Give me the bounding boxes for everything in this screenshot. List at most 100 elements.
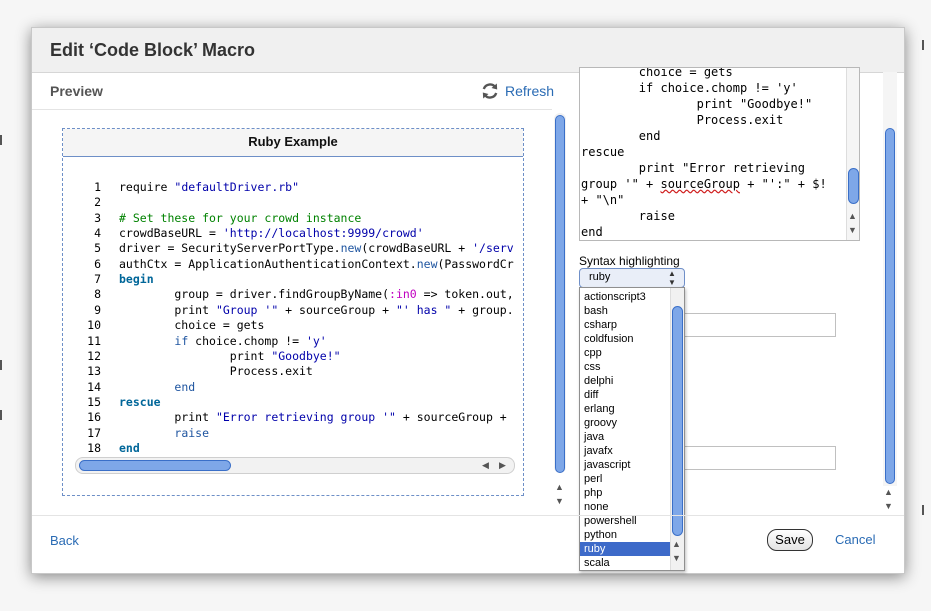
horizontal-scroll-thumb[interactable] — [79, 460, 231, 471]
options-scroll-thumb[interactable] — [672, 306, 683, 536]
syntax-options-list: actionscript3 bash csharp coldfusion cpp css d… — [579, 287, 685, 571]
code-block-title-bar: Ruby Example — [63, 129, 523, 157]
right-scroll-thumb[interactable] — [885, 128, 895, 484]
syntax-option-scala[interactable]: scala — [584, 557, 610, 569]
line-number: 14 — [87, 379, 101, 394]
cancel-button[interactable]: Cancel — [835, 532, 876, 547]
syntax-option-actionscript3[interactable]: actionscript3 — [584, 291, 646, 303]
code-block-title: Ruby Example — [248, 134, 338, 149]
right-scroll-track[interactable] — [883, 72, 897, 486]
line-number: 9 — [94, 302, 101, 317]
code-line-text: crowdBaseURL = 'http://localhost:9999/cr… — [119, 226, 424, 241]
code-line: 4 crowdBaseURL = 'http://localhost:9999/c… — [63, 226, 523, 241]
vertical-scroll-track[interactable] — [554, 113, 566, 473]
line-number: 5 — [94, 241, 101, 256]
editor-line: + "\n" — [581, 193, 625, 207]
syntax-option-perl[interactable]: perl — [584, 473, 603, 485]
scroll-up-icon[interactable]: ▲ — [555, 482, 564, 492]
syntax-option-php[interactable]: php — [584, 487, 603, 499]
scroll-down-icon[interactable]: ▼ — [848, 225, 857, 235]
scroll-up-icon[interactable]: ▲ — [672, 539, 681, 549]
editor-line: if choice.chomp != 'y' — [581, 81, 798, 95]
code-line-text: if choice.chomp != 'y' — [174, 333, 327, 348]
syntax-option-java[interactable]: java — [584, 431, 605, 443]
line-number: 6 — [94, 256, 101, 271]
syntax-option-erlang[interactable]: erlang — [584, 403, 615, 415]
code-line-text: # Set these for your crowd instance — [119, 210, 362, 225]
syntax-option-groovy[interactable]: groovy — [584, 417, 618, 429]
scroll-up-icon[interactable]: ▲ — [848, 211, 857, 221]
code-line: 9 print "Group '" + sourceGroup + "' has… — [63, 303, 523, 318]
syntax-option-css[interactable]: css — [584, 361, 601, 373]
scroll-down-icon[interactable]: ▼ — [884, 501, 893, 511]
scroll-right-icon[interactable]: ▶ — [499, 460, 506, 470]
textarea-scroll-thumb[interactable] — [848, 168, 859, 204]
code-body-textarea[interactable]: choice = gets if choice.chomp != 'y' pri… — [579, 67, 860, 241]
dialog-title: Edit ‘Code Block’ Macro — [50, 40, 256, 60]
back-button[interactable]: Back — [50, 533, 79, 548]
code-line: 13 Process.exit — [63, 364, 523, 379]
line-number: 1 — [94, 180, 101, 194]
scroll-down-icon[interactable]: ▼ — [555, 496, 564, 506]
code-line-text: end — [174, 379, 196, 394]
code-line-text: rescue — [119, 394, 161, 409]
code-line-text: driver = SecurityServerPortType.new(crow… — [119, 241, 514, 256]
options-scrollbar[interactable]: ▲ ▼ — [670, 288, 684, 570]
syntax-option-cpp[interactable]: cpp — [584, 347, 602, 359]
edge-mark — [0, 360, 2, 370]
save-button[interactable]: Save — [767, 529, 813, 551]
editor-line: choice = gets — [581, 67, 733, 79]
line-number: 4 — [94, 226, 101, 241]
syntax-option-bash[interactable]: bash — [584, 305, 608, 317]
code-line: 11 if choice.chomp != 'y' — [63, 334, 523, 349]
title-field[interactable] — [684, 313, 836, 337]
code-line: 2 — [63, 195, 523, 210]
vertical-scroll-thumb[interactable] — [555, 115, 565, 473]
scroll-down-icon[interactable]: ▼ — [672, 553, 681, 563]
syntax-option-diff[interactable]: diff — [584, 389, 599, 401]
preview-vertical-scrollbar[interactable]: ▲ ▼ — [554, 113, 566, 511]
code-line: 10 choice = gets — [63, 318, 523, 333]
code-line: 14 end — [63, 380, 523, 395]
line-numbers-field[interactable] — [684, 446, 836, 470]
line-number: 17 — [87, 425, 101, 440]
syntax-option-csharp[interactable]: csharp — [584, 319, 618, 331]
syntax-option-delphi[interactable]: delphi — [584, 375, 614, 387]
syntax-option-javascript[interactable]: javascript — [584, 459, 631, 471]
line-number: 12 — [87, 348, 101, 363]
syntax-option-powershell[interactable]: powershell — [584, 515, 637, 527]
options-panel-scrollbar[interactable]: ▲ ▼ — [883, 72, 897, 512]
edge-mark — [922, 505, 924, 515]
syntax-option-ruby[interactable]: ruby — [580, 542, 673, 556]
preview-horizontal-scrollbar[interactable]: ◀ ▶ — [75, 457, 515, 474]
scroll-up-icon[interactable]: ▲ — [884, 487, 893, 497]
code-block-macro-dialog: Edit ‘Code Block’ Macro Preview Refresh … — [31, 27, 905, 574]
code-line-text: print "Goodbye!" — [119, 348, 341, 363]
code-line: 5 driver = SecurityServerPortType.new(cro… — [63, 241, 523, 256]
line-number: 3 — [94, 210, 101, 225]
line-number: 2 — [94, 195, 101, 210]
code-line-text: require "defaultDriver.rb" — [119, 180, 300, 194]
textarea-scrollbar[interactable]: ▲ ▼ — [846, 68, 859, 240]
scroll-left-icon[interactable]: ◀ — [482, 460, 489, 470]
code-line-text: choice = gets — [119, 318, 265, 333]
dialog-header: Edit ‘Code Block’ Macro — [32, 28, 904, 73]
syntax-option-coldfusion[interactable]: coldfusion — [584, 333, 634, 345]
refresh-icon — [482, 83, 498, 99]
code-line-text: print "Error retrieving group '" + sourc… — [119, 410, 507, 425]
code-line: 16 print "Error retrieving group '" + so… — [63, 410, 523, 425]
preview-label: Preview — [50, 83, 103, 99]
syntax-option-none[interactable]: none — [584, 501, 609, 513]
line-number: 7 — [94, 272, 101, 287]
editor-line: raise — [581, 209, 675, 223]
syntax-highlighting-select[interactable]: ruby ▲▼ — [579, 268, 685, 288]
syntax-option-python[interactable]: python — [584, 529, 618, 541]
editor-line: group '" + sourceGroup + "':" + $! — [581, 177, 827, 191]
editor-line: print "Goodbye!" — [581, 97, 813, 111]
preview-header: Preview Refresh — [32, 73, 554, 110]
syntax-option-javafx[interactable]: javafx — [584, 445, 613, 457]
editor-line: end — [581, 225, 603, 239]
